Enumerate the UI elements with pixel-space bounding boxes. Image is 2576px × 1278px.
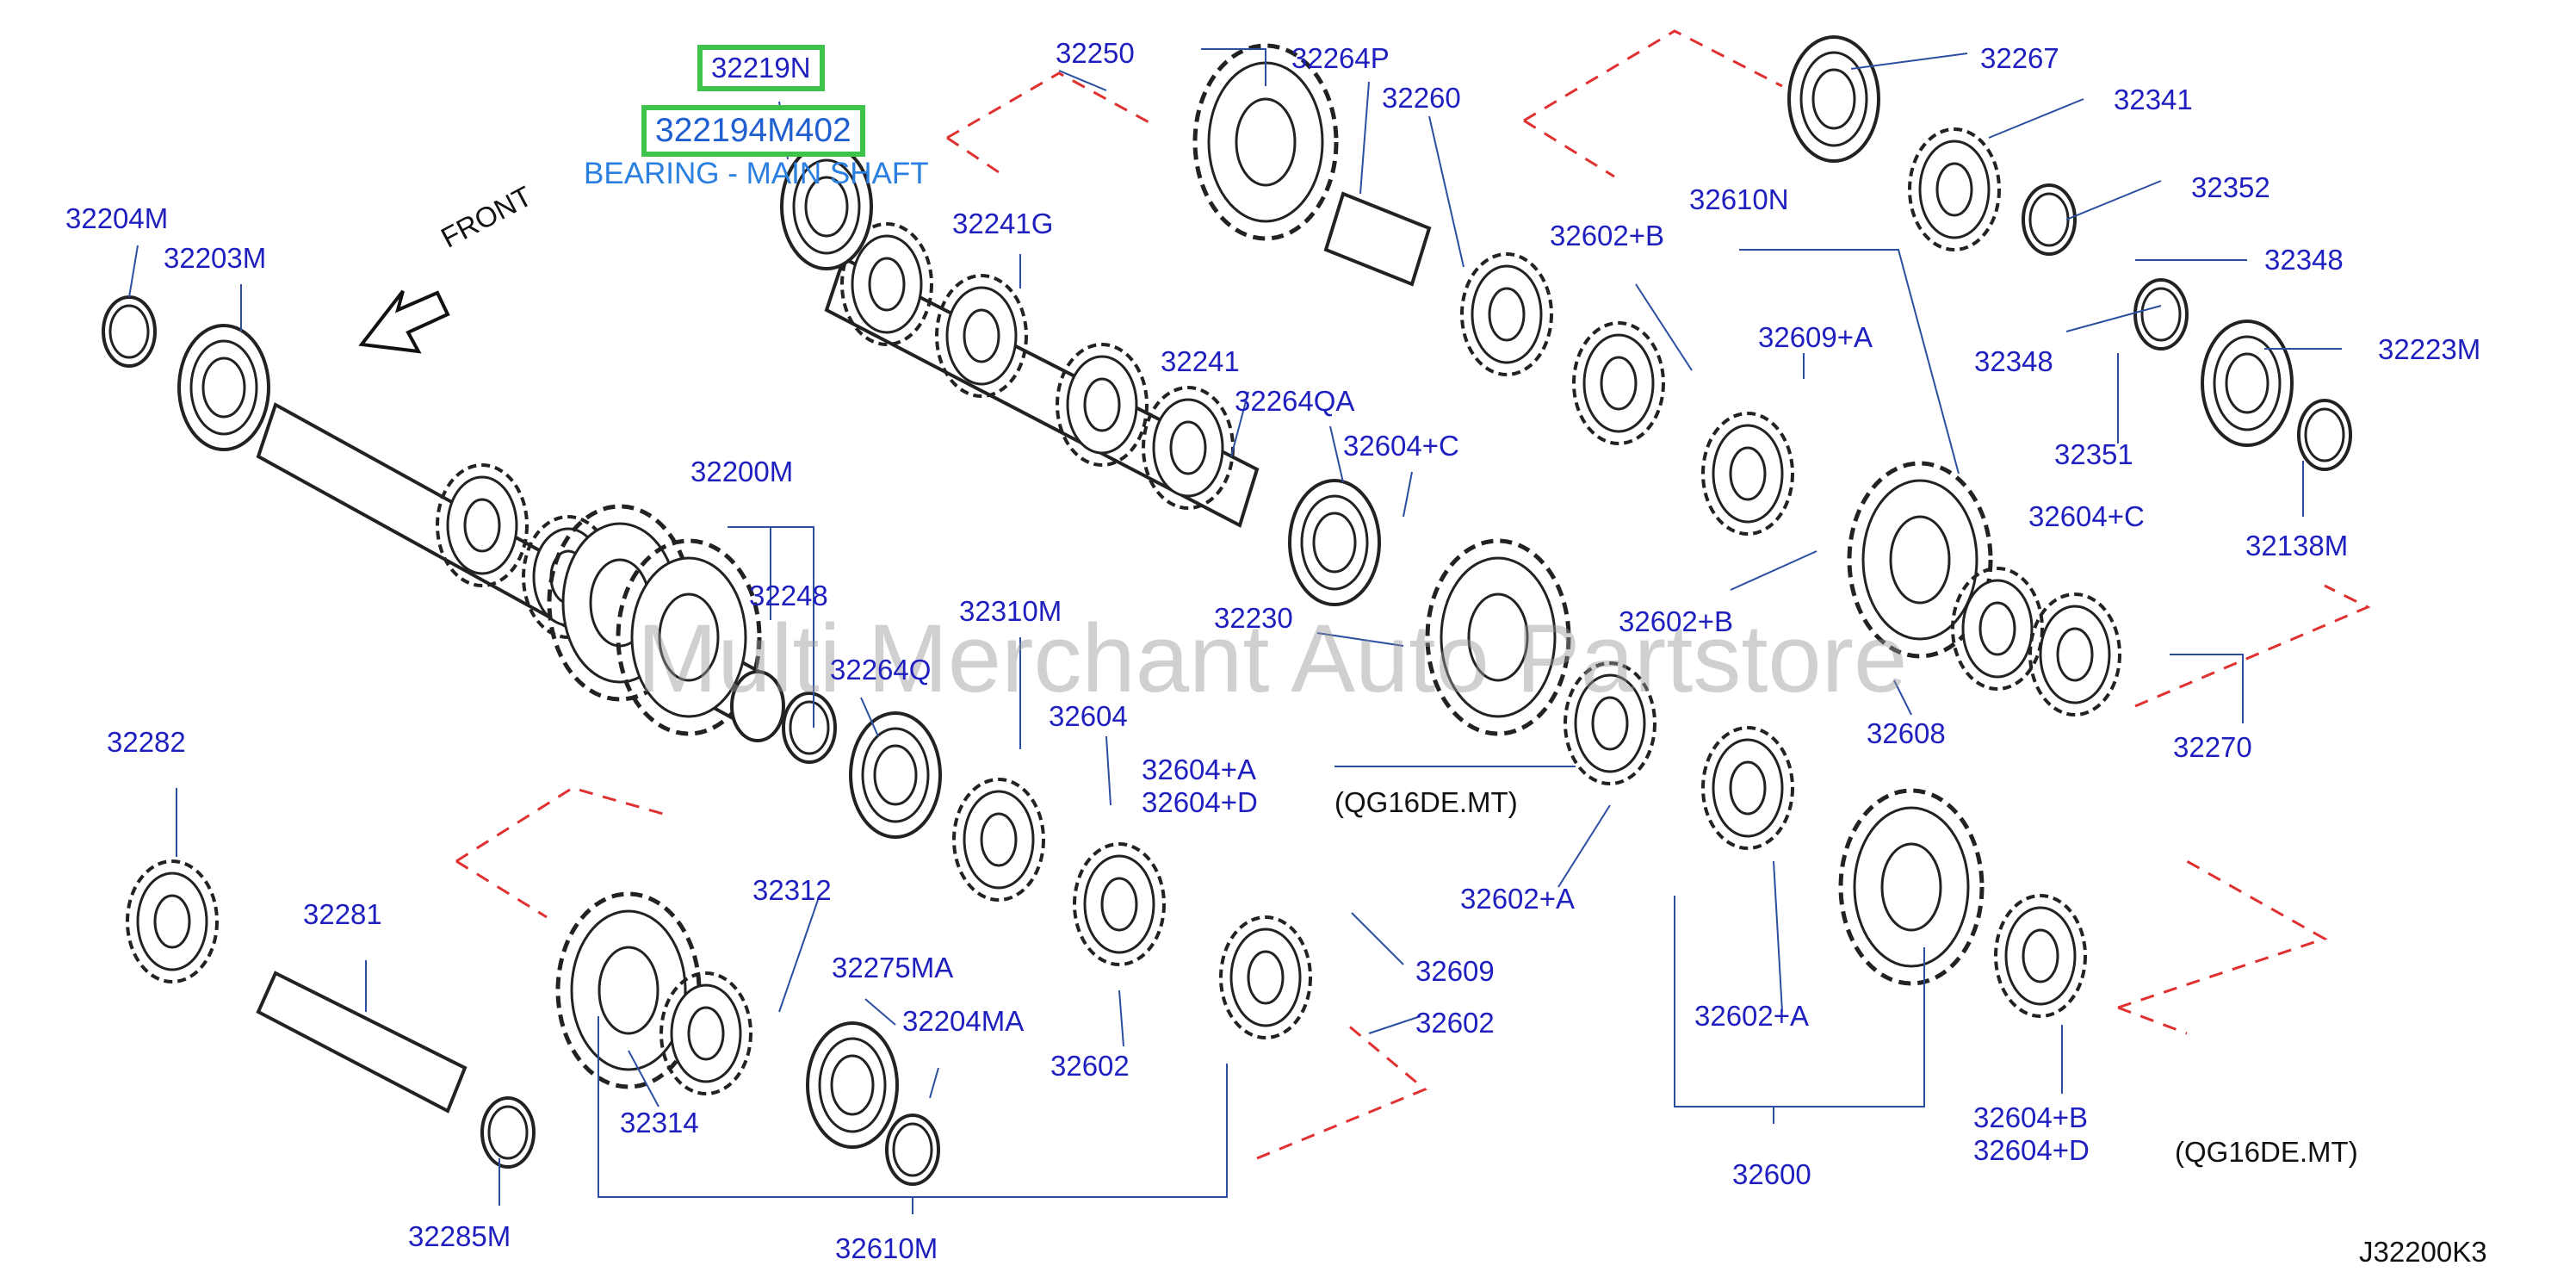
diagram-code: J32200K3 bbox=[2359, 1236, 2487, 1268]
part-label[interactable]: 32604+A bbox=[1142, 754, 1257, 785]
part-label[interactable]: 32604+B bbox=[1973, 1101, 2089, 1133]
highlight-description: BEARING - MAIN SHAFT bbox=[584, 157, 929, 190]
part-label[interactable]: 32352 bbox=[2191, 171, 2270, 203]
part-label[interactable]: 32610M bbox=[835, 1232, 938, 1264]
part-label[interactable]: 32609 bbox=[1415, 955, 1495, 987]
part-label[interactable]: 32602+A bbox=[1460, 883, 1576, 915]
part-label[interactable]: 32604 bbox=[1049, 700, 1128, 732]
part-label[interactable]: 32260 bbox=[1382, 82, 1461, 114]
part-label[interactable]: 32250 bbox=[1056, 37, 1135, 69]
part-label[interactable]: 32348 bbox=[2264, 244, 2344, 276]
part-label[interactable]: 32602+A bbox=[1694, 1000, 1810, 1032]
part-label[interactable]: 32275MA bbox=[832, 952, 954, 983]
part-label[interactable]: 32282 bbox=[107, 726, 186, 758]
part-label[interactable]: 32270 bbox=[2173, 731, 2252, 763]
part-label[interactable]: 32312 bbox=[752, 874, 832, 906]
part-label[interactable]: 32348 bbox=[1974, 345, 2053, 377]
part-label[interactable]: 32241G bbox=[952, 208, 1054, 239]
assembly-guides bbox=[455, 29, 2371, 1160]
part-label[interactable]: 32204MA bbox=[902, 1005, 1025, 1037]
part-label[interactable]: 32314 bbox=[620, 1107, 699, 1138]
part-label[interactable]: 32267 bbox=[1980, 42, 2059, 74]
part-label[interactable]: 32264QA bbox=[1235, 385, 1355, 417]
part-label[interactable]: 32609+A bbox=[1758, 321, 1873, 353]
part-label[interactable]: 32604+C bbox=[1343, 430, 1459, 462]
part-label[interactable]: 32281 bbox=[303, 898, 382, 930]
watermark: Multi Merchant Auto Partstore bbox=[637, 605, 1908, 712]
variant-note: (QG16DE.MT) bbox=[1334, 786, 1518, 818]
part-label[interactable]: 32602 bbox=[1050, 1050, 1130, 1082]
part-label[interactable]: 32604+D bbox=[1142, 786, 1258, 818]
part-label[interactable]: 32602+B bbox=[1550, 220, 1665, 251]
variant-note: (QG16DE.MT) bbox=[2175, 1136, 2358, 1168]
part-label[interactable]: 32351 bbox=[2054, 438, 2133, 470]
input-shaft bbox=[824, 222, 1260, 528]
part-label[interactable]: 32610N bbox=[1689, 183, 1789, 215]
part-label[interactable]: 32203M bbox=[164, 242, 267, 274]
part-label[interactable]: 32264Q bbox=[830, 654, 932, 686]
part-label[interactable]: 32604+C bbox=[2028, 500, 2145, 532]
part-label[interactable]: 32604+D bbox=[1973, 1134, 2090, 1166]
part-label[interactable]: 32602 bbox=[1415, 1007, 1495, 1039]
part-label[interactable]: 32602+B bbox=[1619, 605, 1734, 637]
part-label[interactable]: 32264P bbox=[1291, 42, 1390, 74]
part-label[interactable]: 32285M bbox=[408, 1220, 511, 1252]
part-label[interactable]: 32341 bbox=[2114, 84, 2193, 115]
part-label[interactable]: 32310M bbox=[959, 595, 1062, 627]
leader-lines bbox=[128, 48, 2342, 1214]
part-label[interactable]: 32248 bbox=[749, 580, 828, 611]
part-label[interactable]: 32200M bbox=[690, 456, 794, 487]
part-label[interactable]: 32138M bbox=[2245, 530, 2349, 561]
part-label[interactable]: 32223M bbox=[2378, 333, 2481, 365]
part-label[interactable]: 32241 bbox=[1161, 345, 1240, 377]
highlighted-part-number[interactable]: 322194M402 bbox=[641, 105, 865, 157]
part-label[interactable]: 32204M bbox=[65, 202, 169, 234]
front-arrow-icon bbox=[358, 289, 450, 354]
part-label[interactable]: 32230 bbox=[1214, 602, 1293, 634]
highlighted-part-label[interactable]: 32219N bbox=[697, 45, 825, 91]
part-label[interactable]: 32600 bbox=[1732, 1158, 1811, 1190]
part-label[interactable]: 32608 bbox=[1867, 717, 1946, 749]
main-shaft bbox=[256, 402, 785, 742]
